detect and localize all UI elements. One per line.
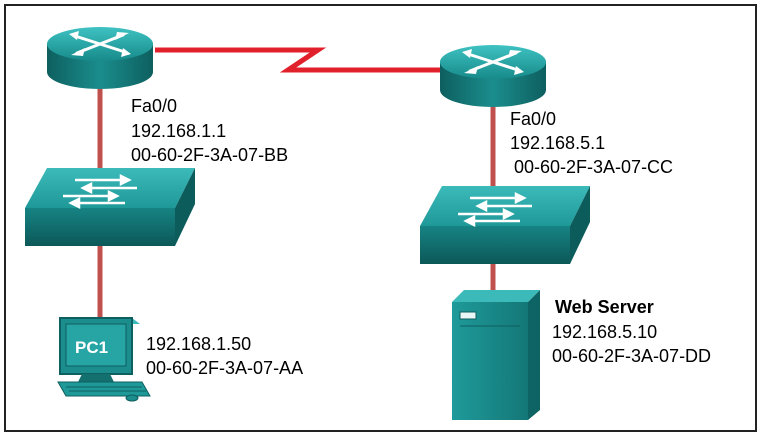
router-right-interface: Fa0/0: [510, 109, 557, 129]
pc1-ip: 192.168.1.50: [146, 334, 252, 354]
switch-icon: [25, 168, 195, 246]
web-server-mac: 00-60-2F-3A-07-DD: [552, 346, 712, 366]
web-server-ip: 192.168.5.10: [552, 322, 658, 342]
pc1-screen-label: PC1: [75, 338, 109, 357]
router-left-mac: 00-60-2F-3A-07-BB: [131, 145, 289, 165]
router-icon: [47, 27, 153, 89]
pc-icon: [57, 317, 151, 402]
switch-icon: [420, 186, 590, 264]
router-icon: [440, 45, 546, 107]
router-right-mac: 00-60-2F-3A-07-CC: [514, 157, 674, 177]
web-server-name: Web Server: [555, 297, 654, 317]
serial-link: [155, 47, 440, 73]
router-left-ip: 192.168.1.1: [131, 121, 227, 141]
router-right-ip: 192.168.5.1: [510, 133, 606, 153]
server-icon: [452, 290, 540, 420]
pc1-mac: 00-60-2F-3A-07-AA: [146, 358, 304, 378]
router-left-interface: Fa0/0: [131, 96, 178, 116]
